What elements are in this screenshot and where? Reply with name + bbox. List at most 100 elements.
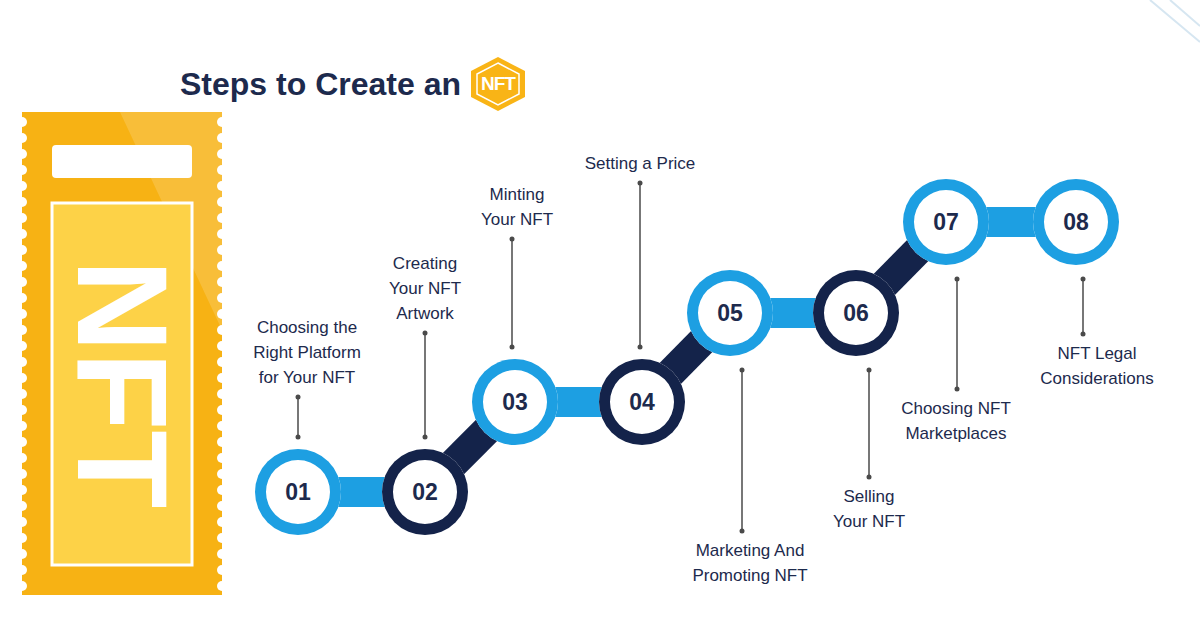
ticket-notch (217, 149, 227, 159)
step-number: 03 (472, 359, 558, 445)
ticket-notch (217, 421, 227, 431)
chain-link (335, 477, 388, 507)
title: Steps to Create an (180, 66, 461, 103)
ticket-notch (17, 549, 27, 559)
nft-logo: NFT (469, 56, 527, 112)
ticket-panel (52, 203, 192, 565)
step-caption-block: Creating Your NFT Artwork (379, 251, 471, 326)
step-label: Marketing And Promoting NFT (691, 538, 809, 588)
leader-stroke (868, 370, 870, 477)
ticket-notch (17, 373, 27, 383)
logo-label: NFT (469, 56, 527, 112)
chain-link (983, 207, 1039, 237)
ticket-notch (217, 533, 227, 543)
ticket-notch (17, 469, 27, 479)
step-circle: 01Choosing the Right Platform for Your N… (255, 449, 341, 535)
step-caption-block: Choosing the Right Platform for Your NFT (245, 315, 370, 390)
chain-link (882, 248, 920, 286)
ticket-notch (17, 421, 27, 431)
step-label: Minting Your NFT (473, 182, 561, 232)
ticket-notch (217, 437, 227, 447)
ticket-notch (17, 501, 27, 511)
ticket-notch (17, 533, 27, 543)
leader-stroke (639, 183, 641, 347)
leader-dot (955, 277, 960, 282)
ticket-notch (217, 341, 227, 351)
ticket-notch (17, 581, 27, 591)
step-circle: 07Choosing NFT Marketplaces (903, 179, 989, 265)
leader-line (740, 368, 745, 534)
leader-stroke (424, 333, 426, 437)
ticket-notch (217, 277, 227, 287)
chain-link (451, 428, 489, 466)
ticket-notch (217, 485, 227, 495)
ticket-notch (17, 389, 27, 399)
ticket-notch (217, 581, 227, 591)
ticket-notch (17, 197, 27, 207)
ticket-notch (17, 181, 27, 191)
step-circle: 03Minting Your NFT (472, 359, 558, 445)
ticket-notch (17, 565, 27, 575)
ticket-notch (17, 341, 27, 351)
ticket-notch (217, 325, 227, 335)
ticket-notch (217, 469, 227, 479)
step-caption-block: Setting a Price (555, 151, 725, 176)
leader-dot (423, 331, 428, 336)
ticket-notch (17, 485, 27, 495)
ticket-notch (217, 261, 227, 271)
step-circle: 02Creating Your NFT Artwork (382, 449, 468, 535)
step-circle: 05Marketing And Promoting NFT (687, 270, 773, 356)
step-number: 01 (255, 449, 341, 535)
leader-line (867, 368, 872, 480)
step-label: Choosing the Right Platform for Your NFT (245, 315, 370, 390)
leader-dot (740, 529, 745, 534)
leader-dot (510, 345, 515, 350)
step-caption-block: Minting Your NFT (473, 182, 561, 232)
leader-stroke (1082, 279, 1084, 334)
ticket-notch (217, 309, 227, 319)
step-circle: 06Selling Your NFT (813, 270, 899, 356)
leader-line (955, 277, 960, 392)
ticket-notch (17, 357, 27, 367)
leader-dot (1081, 332, 1086, 337)
step-label: Setting a Price (555, 151, 725, 176)
leader-stroke (956, 279, 958, 389)
step-number: 02 (382, 449, 468, 535)
leader-line (510, 237, 515, 350)
leader-dot (867, 368, 872, 373)
corner-line (1170, 0, 1200, 26)
ticket-notch (217, 197, 227, 207)
ticket-notch (17, 517, 27, 527)
ticket-notch (217, 357, 227, 367)
ticket-notch (217, 117, 227, 127)
ticket-notch (17, 293, 27, 303)
ticket-notch (217, 165, 227, 175)
leader-dot (955, 387, 960, 392)
ticket-label: NFT (58, 260, 186, 509)
chain-link (552, 387, 605, 417)
title-row: Steps to Create anNFT (180, 56, 527, 112)
chain-link (767, 298, 819, 328)
leader-stroke (297, 397, 299, 437)
ticket-notch (17, 437, 27, 447)
step-number: 06 (813, 270, 899, 356)
ticket-body (22, 112, 222, 595)
ticket-notch (217, 181, 227, 191)
step-number: 05 (687, 270, 773, 356)
step-caption-block: NFT Legal Considerations (1035, 341, 1159, 391)
leader-dot (740, 368, 745, 373)
ticket-notch (17, 245, 27, 255)
leader-stroke (741, 370, 743, 531)
ticket-notch (17, 165, 27, 175)
step-number: 07 (903, 179, 989, 265)
ticket-notch (17, 405, 27, 415)
step-circle: 08NFT Legal Considerations (1033, 179, 1119, 265)
leader-dot (1081, 277, 1086, 282)
ticket-notch (17, 149, 27, 159)
ticket-notch (217, 549, 227, 559)
ticket-notch (17, 117, 27, 127)
step-circle: 04Setting a Price (599, 359, 685, 445)
leader-stroke (511, 239, 513, 347)
ticket-notch (217, 501, 227, 511)
leader-line (638, 181, 643, 350)
